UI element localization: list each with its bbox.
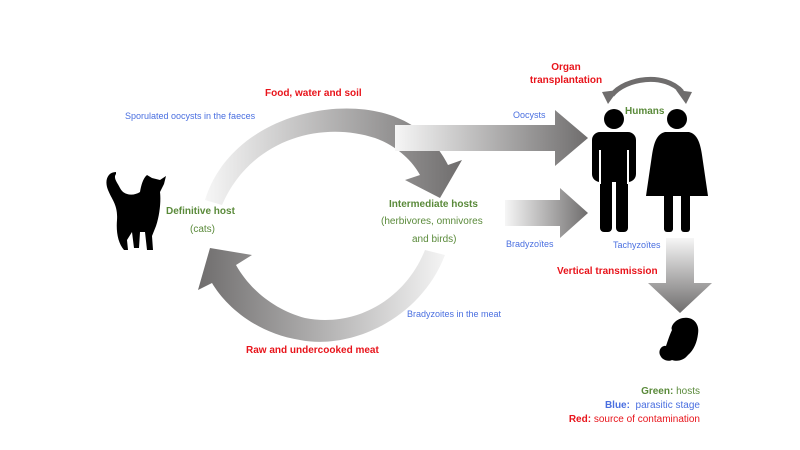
arrow-intermediate-to-cat [198, 248, 445, 342]
label-bradyzoites: Bradyzoïtes [506, 239, 554, 249]
arrow-vertical-transmission [648, 238, 712, 313]
arrow-oocysts [395, 110, 588, 166]
fetus-icon [659, 317, 699, 361]
arrowhead-left [602, 90, 618, 104]
legend: Green: hosts Blue: parasitic stage Red: … [569, 385, 700, 427]
legend-text-blue: parasitic stage [629, 400, 701, 411]
label-sporulated-oocysts: Sporulated oocysts in the faeces [125, 111, 256, 121]
legend-text-green: hosts [673, 386, 700, 397]
legend-text-red: source of contamination [591, 414, 700, 425]
label-definitive-host-sub: (cats) [190, 224, 215, 235]
label-humans: Humans [625, 106, 665, 117]
arrow-organ-transplantation [610, 77, 684, 97]
label-organ: Organ [551, 62, 581, 73]
label-tachyzoites: Tachyzoïtes [613, 240, 661, 250]
label-intermediate-hosts-sub2: and birds) [412, 234, 457, 245]
arrow-bradyzoites [505, 188, 588, 238]
man-icon [592, 109, 636, 232]
label-intermediate-hosts-sub1: (herbivores, omnivores [381, 216, 483, 227]
arrow-cat-to-intermediate [205, 108, 462, 205]
label-oocysts: Oocysts [513, 110, 546, 120]
label-bradyzoites-meat: Bradyzoites in the meat [407, 309, 502, 319]
legend-item-blue: Blue: parasitic stage [569, 399, 700, 413]
cat-icon [106, 172, 166, 250]
label-transplantation: transplantation [529, 75, 603, 86]
legend-item-red: Red: source of contamination [569, 413, 700, 427]
legend-item-green: Green: hosts [569, 385, 700, 399]
arrowhead-right [676, 90, 692, 104]
label-intermediate-hosts: Intermediate hosts [389, 199, 478, 210]
legend-key-blue: Blue: [604, 400, 630, 411]
woman-icon [646, 109, 708, 232]
label-food-water-soil: Food, water and soil [265, 88, 362, 99]
label-raw-meat: Raw and undercooked meat [246, 345, 379, 356]
legend-key-red: Red: [568, 414, 592, 425]
label-vertical-transmission: Vertical transmission [557, 266, 658, 277]
legend-key-green: Green: [641, 386, 674, 397]
label-definitive-host: Definitive host [166, 206, 235, 217]
